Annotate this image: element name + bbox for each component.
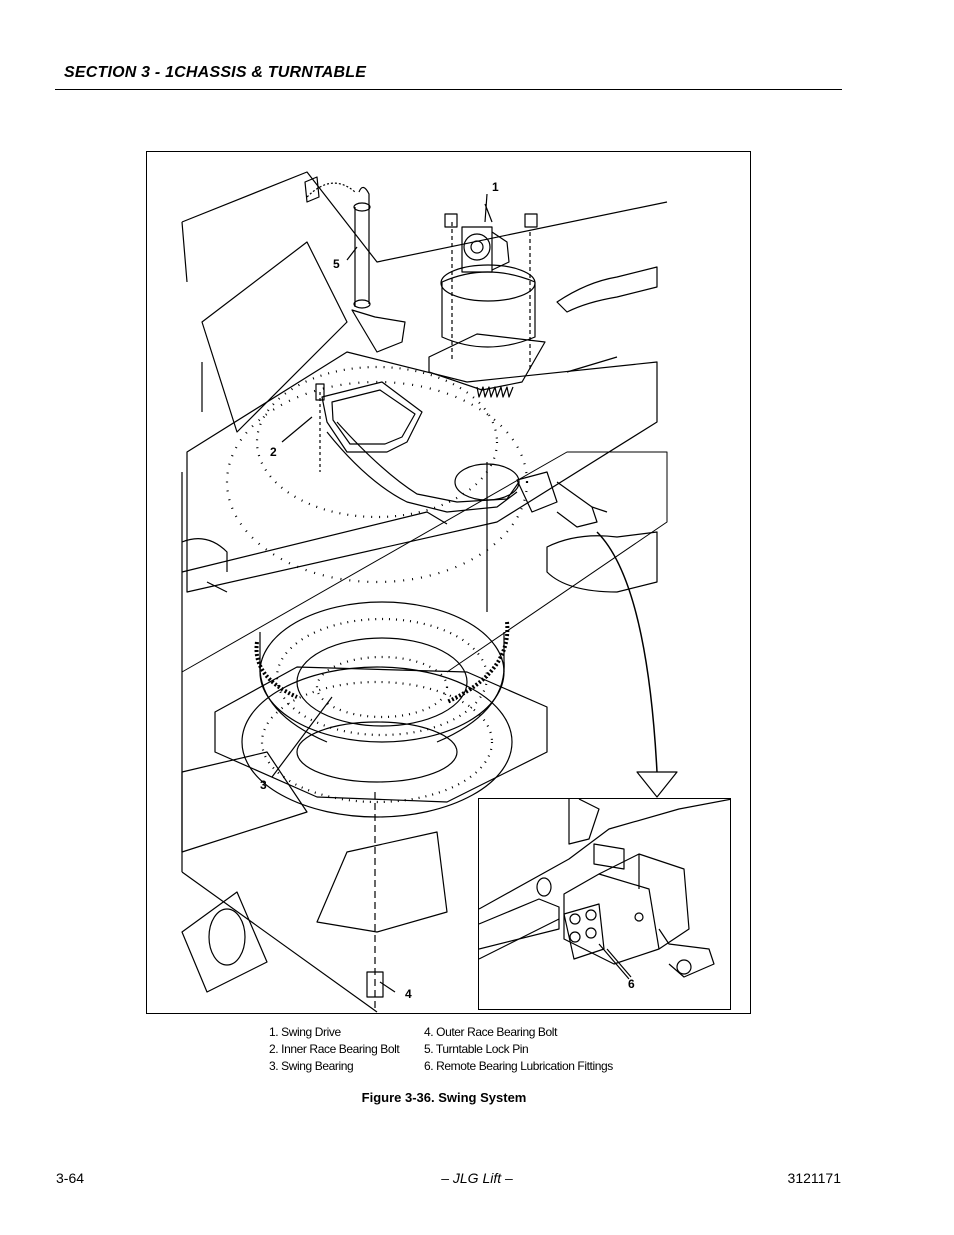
publisher-footer: – JLG Lift –	[441, 1170, 513, 1186]
figure-caption: Figure 3-36. Swing System	[0, 1090, 954, 1105]
swing-system-illustration	[181, 171, 678, 1013]
legend-item: 2. Inner Race Bearing Bolt	[269, 1042, 400, 1056]
legend-item: 4. Outer Race Bearing Bolt	[424, 1025, 558, 1039]
callout-3: 3	[260, 778, 267, 792]
figure-caption-text: Figure 3-36. Swing System	[361, 1090, 527, 1105]
callout-6: 6	[628, 977, 635, 991]
callout-1: 1	[492, 180, 499, 194]
legend-right-column: 4. Outer Race Bearing Bolt 5. Turntable …	[424, 1024, 613, 1075]
legend-item: 3. Swing Bearing	[269, 1059, 354, 1073]
section-header: SECTION 3 - 1CHASSIS & TURNTABLE	[64, 64, 367, 81]
document-number: 3121171	[787, 1170, 841, 1186]
callout-4: 4	[405, 987, 412, 1001]
callout-2: 2	[270, 445, 277, 459]
legend-item: 6. Remote Bearing Lubrication Fittings	[424, 1059, 613, 1073]
lubrication-fittings-illustration	[479, 799, 730, 980]
lubrication-fittings-detail-inset: 6	[478, 798, 731, 1010]
header-divider	[55, 89, 842, 90]
legend-item: 1. Swing Drive	[269, 1025, 341, 1039]
legend-item: 5. Turntable Lock Pin	[424, 1042, 529, 1056]
callout-5: 5	[333, 257, 340, 271]
page-number: 3-64	[56, 1170, 85, 1186]
swing-system-figure: 1 5 2 3 4	[146, 151, 751, 1014]
legend-left-column: 1. Swing Drive 2. Inner Race Bearing Bol…	[269, 1024, 400, 1075]
